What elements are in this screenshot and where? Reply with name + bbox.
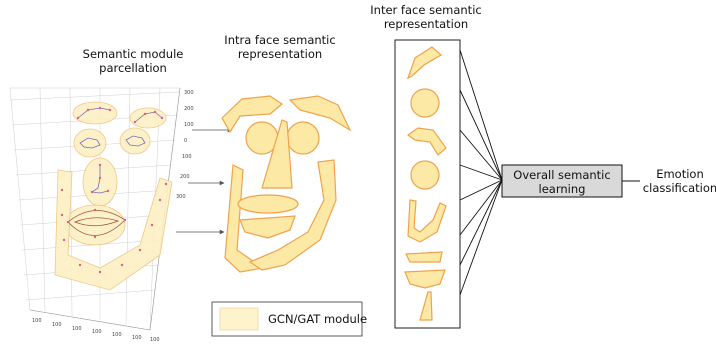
region-right-brow bbox=[129, 107, 167, 129]
region-jawline bbox=[54, 169, 173, 291]
fan-in-connections bbox=[459, 49, 503, 296]
svg-text:100: 100 bbox=[112, 332, 122, 338]
inter-nose bbox=[419, 291, 433, 321]
intra-face-modules bbox=[221, 95, 352, 273]
svg-text:100: 100 bbox=[184, 122, 194, 128]
svg-text:100: 100 bbox=[132, 335, 142, 341]
inter-face-modules bbox=[404, 46, 447, 321]
inter-brow-2 bbox=[406, 127, 447, 156]
svg-text:0: 0 bbox=[184, 138, 187, 144]
intra-right-eye bbox=[286, 121, 320, 155]
intra-right-brow bbox=[288, 95, 352, 132]
svg-text:100: 100 bbox=[150, 337, 160, 343]
emotion-title-line1: Emotion bbox=[656, 167, 704, 181]
overall-title-line1: Overall semantic bbox=[513, 168, 610, 182]
inter-jaw bbox=[407, 199, 447, 243]
intra-upper-lip bbox=[237, 194, 299, 214]
legend: GCN/GAT module bbox=[211, 301, 367, 337]
svg-text:100: 100 bbox=[32, 318, 42, 324]
inter-eye-1 bbox=[410, 88, 440, 118]
intra-lower-lip bbox=[239, 215, 296, 239]
svg-text:200: 200 bbox=[180, 174, 190, 180]
intra-title-line1: Intra face semantic bbox=[224, 33, 335, 47]
svg-text:100: 100 bbox=[92, 329, 102, 335]
inter-brow-1 bbox=[406, 46, 443, 80]
parcellation-title-line1: Semantic module bbox=[83, 47, 184, 61]
overall-title-line2: learning bbox=[539, 182, 586, 196]
inter-eye-2 bbox=[410, 160, 440, 190]
intra-nose bbox=[261, 119, 293, 189]
svg-text:100: 100 bbox=[182, 154, 192, 160]
svg-text:200: 200 bbox=[184, 106, 194, 112]
legend-swatch bbox=[219, 307, 259, 331]
inter-upper-lip bbox=[405, 251, 443, 263]
parcellation-title-line2: parcellation bbox=[99, 61, 167, 75]
svg-text:100: 100 bbox=[72, 326, 82, 332]
region-left-brow bbox=[72, 101, 118, 125]
svg-text:100: 100 bbox=[52, 322, 62, 328]
intra-left-brow bbox=[221, 95, 284, 134]
region-left-eye bbox=[73, 128, 107, 158]
region-right-eye bbox=[119, 127, 151, 155]
inter-lower-lip bbox=[404, 269, 446, 289]
svg-text:300: 300 bbox=[184, 90, 194, 96]
legend-label: GCN/GAT module bbox=[268, 312, 367, 326]
intra-right-jaw bbox=[248, 159, 337, 271]
inter-title-line1: Inter face semantic bbox=[370, 3, 481, 17]
landmark-points bbox=[60, 106, 168, 274]
svg-text:300: 300 bbox=[176, 194, 186, 200]
intra-title-line2: representation bbox=[238, 47, 322, 61]
emotion-title-line2: classification bbox=[643, 181, 716, 195]
inter-title-line2: representation bbox=[384, 17, 468, 31]
3d-landmark-plot: 300 200 100 0 100 200 300 100 100 100 10… bbox=[9, 87, 194, 343]
